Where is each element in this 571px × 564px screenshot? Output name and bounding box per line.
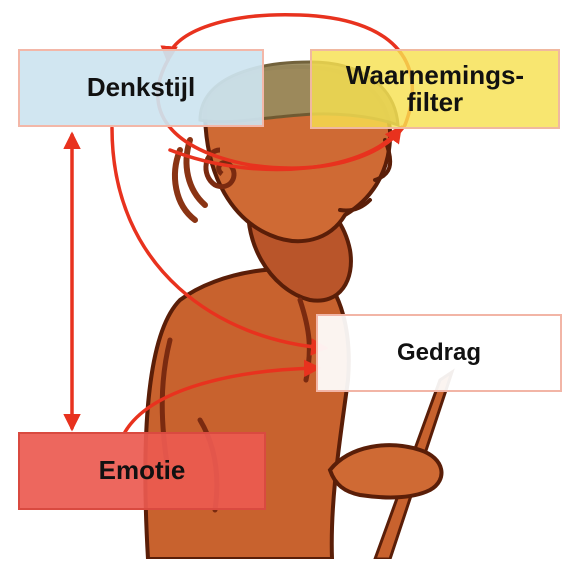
box-waarnemingsfilter: Waarnemings- filter — [310, 49, 560, 129]
figure-body — [145, 269, 348, 559]
label-emotie: Emotie — [99, 457, 186, 484]
box-denkstijl: Denkstijl — [18, 49, 264, 127]
label-waarneming-line1: Waarnemings- — [346, 62, 524, 89]
label-gedrag: Gedrag — [397, 340, 481, 365]
box-emotie: Emotie — [18, 432, 266, 510]
label-waarneming-line2: filter — [346, 89, 524, 116]
box-gedrag: Gedrag — [316, 314, 562, 392]
figure-hand — [330, 445, 441, 497]
label-denkstijl: Denkstijl — [87, 74, 195, 101]
